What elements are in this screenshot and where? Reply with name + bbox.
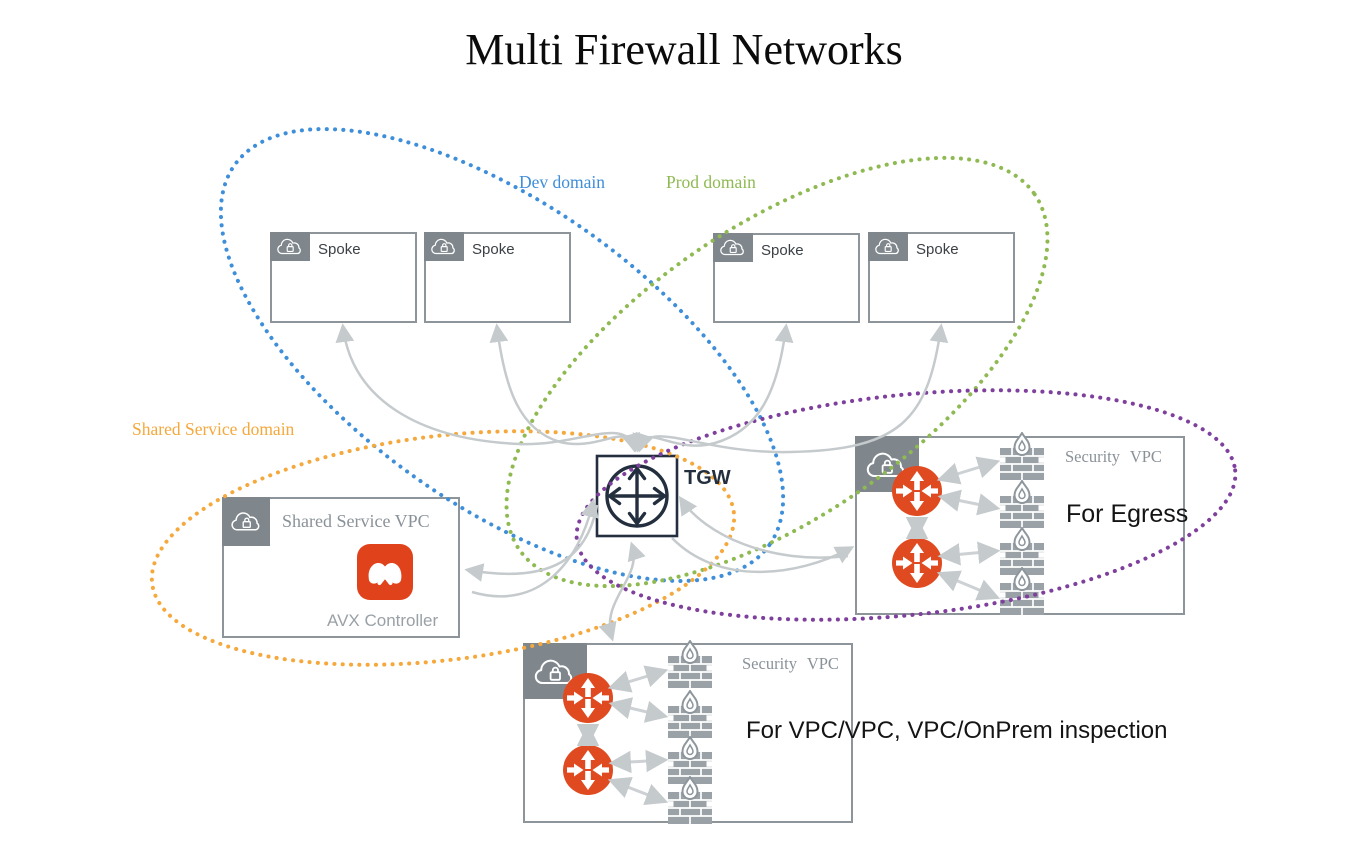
- spoke-vpc-box-dev-1: Spoke: [270, 232, 417, 323]
- link-tgw-spoke2: [489, 323, 641, 453]
- vpc-tab: [868, 232, 908, 261]
- firewall-icon: [1000, 432, 1044, 480]
- cloud-lock-icon: [276, 237, 304, 256]
- firewall-icon: [668, 690, 712, 738]
- vpc-tab: [222, 497, 270, 546]
- aviatrix-controller-icon: [356, 543, 414, 601]
- router-icon: [891, 465, 943, 517]
- link-tgw-spoke1: [335, 323, 640, 453]
- cloud-lock-icon: [719, 238, 747, 257]
- security-vpc-egress-label: Security VPC: [1065, 447, 1162, 466]
- router-icon: [891, 537, 943, 589]
- spoke-label: Spoke: [318, 241, 361, 258]
- vpc-tab: [270, 232, 310, 261]
- spoke-vpc-box-prod-2: Spoke: [868, 232, 1015, 323]
- shared-service-domain-label: Shared Service domain: [132, 419, 295, 439]
- router-icon: [562, 672, 614, 724]
- avx-controller-label: AVX Controller: [327, 611, 439, 630]
- spoke-label: Spoke: [472, 241, 515, 258]
- link-avx-to-tgw: [471, 498, 599, 598]
- cloud-lock-icon: [230, 510, 263, 533]
- link-tgw-spoke4: [635, 323, 949, 454]
- link-tgw-to-egress: [671, 537, 855, 574]
- spoke-vpc-box-prod-1: Spoke: [713, 233, 860, 323]
- security-vpc-inspection-label: Security VPC: [742, 654, 839, 673]
- dev-domain-label: Dev domain: [519, 172, 606, 192]
- for-egress-annotation: For Egress: [1066, 500, 1189, 528]
- vpc-tab: [424, 232, 464, 261]
- link-tgw-inspection: [598, 541, 646, 642]
- firewall-icon: [1000, 567, 1044, 615]
- spoke-label: Spoke: [761, 242, 804, 259]
- firewall-icon: [668, 640, 712, 688]
- link-tgw-to-avx: [464, 504, 599, 582]
- spoke-vpc-box-dev-2: Spoke: [424, 232, 571, 323]
- spoke-label: Spoke: [916, 241, 959, 258]
- link-tgw-spoke3: [632, 323, 794, 453]
- page-title: Multi Firewall Networks: [465, 25, 903, 74]
- prod-domain-label: Prod domain: [666, 172, 756, 192]
- cloud-lock-icon: [874, 237, 902, 256]
- shared-service-vpc-box: Shared Service VPC AVX Controller: [222, 497, 460, 638]
- router-icon: [562, 744, 614, 796]
- transit-gateway-icon: [595, 454, 679, 538]
- firewall-icon: [668, 776, 712, 824]
- link-egress-to-tgw: [678, 495, 849, 559]
- cloud-lock-icon: [430, 237, 458, 256]
- tgw-label: TGW: [684, 467, 731, 489]
- shared-service-vpc-label: Shared Service VPC: [282, 511, 430, 531]
- vpc-tab: [713, 233, 753, 262]
- inspection-annotation: For VPC/VPC, VPC/OnPrem inspection: [746, 717, 1168, 744]
- firewall-icon: [1000, 480, 1044, 528]
